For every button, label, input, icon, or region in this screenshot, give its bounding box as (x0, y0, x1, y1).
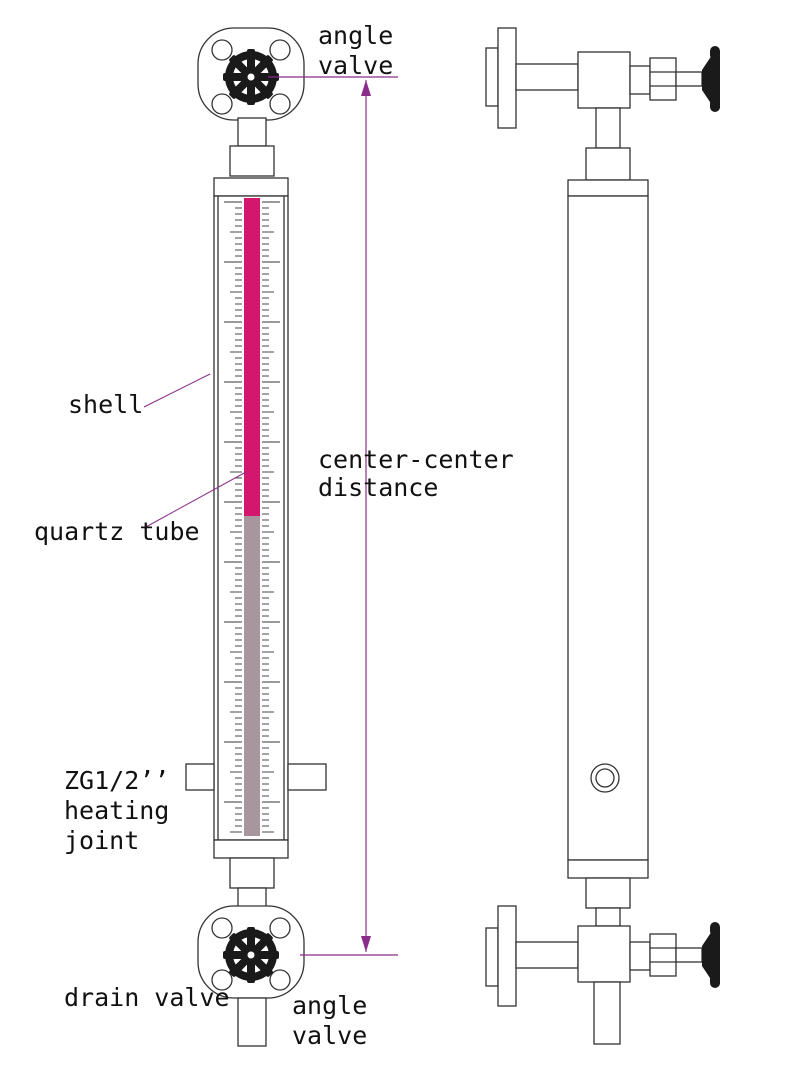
heating-joint-label: ZG1/2’’ (64, 766, 169, 795)
drain-valve-label: drain valve (64, 983, 230, 1012)
liquid-column (244, 198, 260, 516)
drain-pipe (237, 997, 267, 1047)
heating-joint-label: heating (64, 796, 169, 825)
side-shell (567, 195, 649, 861)
angle-valve-bottom-label: valve (292, 1021, 367, 1050)
leader-lines (143, 373, 247, 529)
front-view (185, 27, 327, 1047)
center-distance-label: center-center (318, 445, 514, 474)
bottom-angle-valve (197, 905, 305, 999)
quartz-tube (244, 198, 260, 836)
shell-label: shell (68, 390, 143, 419)
heating-joint-label: joint (64, 826, 139, 855)
vent-port-icon (590, 763, 620, 793)
scale-ticks (224, 201, 280, 833)
side-bottom-valve (485, 877, 720, 1045)
angle-valve-top-label: angle (318, 21, 393, 50)
handwheel-icon (702, 928, 720, 984)
side-drain-pipe (593, 981, 621, 1045)
side-view (485, 27, 720, 1045)
quartz-tube-label: quartz tube (34, 517, 200, 546)
empty-column (244, 516, 260, 836)
handwheel-icon (702, 52, 720, 108)
handwheel-icon (223, 927, 279, 983)
top-angle-valve (197, 27, 305, 121)
angle-valve-bottom-label: angle (292, 991, 367, 1020)
angle-valve-top-label: valve (318, 51, 393, 80)
side-top-valve (485, 27, 720, 181)
center-distance-label: distance (318, 473, 438, 502)
heating-joint (185, 763, 327, 791)
center-distance-dimension (268, 76, 398, 956)
labels: angle valve shell center-center distance… (34, 21, 514, 1050)
handwheel-icon (223, 49, 279, 105)
